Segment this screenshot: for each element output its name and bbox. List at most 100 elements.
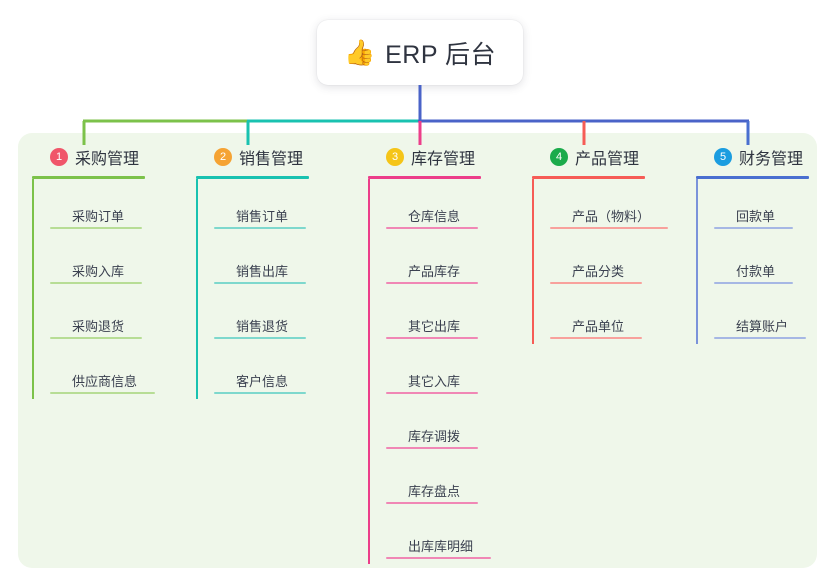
- leaf-rule: [214, 282, 306, 284]
- branch-spine-5: [696, 179, 698, 344]
- leaf-rule: [714, 282, 793, 284]
- leaf-label: 客户信息: [236, 374, 289, 389]
- leaf-label: 其它入库: [408, 374, 461, 389]
- leaf-rule: [386, 557, 491, 559]
- branch-items-3: 仓库信息 产品库存 其它出库 其它入库 库存调拨: [368, 179, 528, 564]
- leaf-label: 其它出库: [408, 319, 461, 334]
- list-item[interactable]: 仓库信息: [386, 179, 528, 234]
- leaf-rule: [550, 282, 642, 284]
- branch-items-4: 产品（物料） 产品分类 产品单位: [532, 179, 702, 344]
- branch-header-5[interactable]: 5 财务管理: [696, 145, 839, 169]
- leaf-rule: [50, 392, 155, 394]
- list-item[interactable]: 销售出库: [214, 234, 356, 289]
- list-item[interactable]: 产品（物料）: [550, 179, 702, 234]
- branch-header-rule-1: [32, 176, 145, 179]
- branch-title-5: 财务管理: [739, 151, 804, 168]
- branch-header-rule-3: [368, 176, 481, 179]
- list-item[interactable]: 其它入库: [386, 344, 528, 399]
- list-item[interactable]: 库存盘点: [386, 454, 528, 509]
- leaf-rule: [214, 392, 306, 394]
- branch-spine-3: [368, 179, 370, 564]
- list-item[interactable]: 产品单位: [550, 289, 702, 344]
- leaf-label: 销售出库: [236, 264, 289, 279]
- leaf-rule: [386, 282, 478, 284]
- branch-column-1: 1 采购管理 采购订单 采购入库 采购退货 供应商信: [32, 145, 192, 399]
- branch-title-3: 库存管理: [411, 151, 476, 168]
- branch-header-3[interactable]: 3 库存管理: [368, 145, 528, 169]
- leaf-label: 出库库明细: [408, 539, 474, 554]
- branch-badge-3: 3: [386, 148, 404, 166]
- branch-column-4: 4 产品管理 产品（物料） 产品分类 产品单位: [532, 145, 702, 344]
- branch-header-4[interactable]: 4 产品管理: [532, 145, 702, 169]
- branch-badge-2: 2: [214, 148, 232, 166]
- leaf-label: 产品单位: [572, 319, 625, 334]
- list-item[interactable]: 产品分类: [550, 234, 702, 289]
- leaf-rule: [714, 337, 806, 339]
- leaf-label: 销售退货: [236, 319, 289, 334]
- leaf-rule: [50, 337, 142, 339]
- branch-column-5: 5 财务管理 回款单 付款单 结算账户: [696, 145, 839, 344]
- list-item[interactable]: 采购订单: [50, 179, 192, 234]
- list-item[interactable]: 回款单: [714, 179, 839, 234]
- leaf-rule: [386, 227, 478, 229]
- leaf-label: 采购退货: [72, 319, 125, 334]
- branch-header-rule-2: [196, 176, 309, 179]
- leaf-label: 采购入库: [72, 264, 125, 279]
- leaf-rule: [50, 282, 142, 284]
- leaf-rule: [50, 227, 142, 229]
- leaf-rule: [386, 447, 478, 449]
- root-node-title: ERP 后台: [385, 40, 497, 69]
- leaf-label: 库存调拨: [408, 429, 461, 444]
- branch-header-2[interactable]: 2 销售管理: [196, 145, 356, 169]
- branch-header-rule-4: [532, 176, 645, 179]
- branch-spine-2: [196, 179, 198, 399]
- leaf-label: 库存盘点: [408, 484, 461, 499]
- leaf-label: 采购订单: [72, 209, 125, 224]
- branch-title-2: 销售管理: [239, 151, 304, 168]
- list-item[interactable]: 其它出库: [386, 289, 528, 344]
- leaf-label: 销售订单: [236, 209, 289, 224]
- thumbs-up-icon: 👍: [343, 39, 376, 67]
- branch-title-1: 采购管理: [75, 151, 140, 168]
- list-item[interactable]: 客户信息: [214, 344, 356, 399]
- leaf-label: 回款单: [736, 209, 776, 224]
- branch-badge-4: 4: [550, 148, 568, 166]
- leaf-label: 付款单: [736, 264, 776, 279]
- list-item[interactable]: 出库库明细: [386, 509, 528, 564]
- leaf-rule: [214, 337, 306, 339]
- branch-badge-1: 1: [50, 148, 68, 166]
- list-item[interactable]: 付款单: [714, 234, 839, 289]
- branch-title-4: 产品管理: [575, 151, 640, 168]
- root-node[interactable]: 👍 ERP 后台: [317, 20, 523, 85]
- leaf-label: 供应商信息: [72, 374, 138, 389]
- branch-items-2: 销售订单 销售出库 销售退货 客户信息: [196, 179, 356, 399]
- leaf-label: 产品分类: [572, 264, 625, 279]
- list-item[interactable]: 采购退货: [50, 289, 192, 344]
- list-item[interactable]: 产品库存: [386, 234, 528, 289]
- branch-column-2: 2 销售管理 销售订单 销售出库 销售退货 客户信息: [196, 145, 356, 399]
- leaf-rule: [550, 227, 668, 229]
- branch-spine-1: [32, 179, 34, 399]
- branch-header-rule-5: [696, 176, 809, 179]
- leaf-rule: [386, 392, 478, 394]
- branches-panel: [18, 133, 817, 568]
- branch-items-5: 回款单 付款单 结算账户: [696, 179, 839, 344]
- list-item[interactable]: 库存调拨: [386, 399, 528, 454]
- leaf-rule: [550, 337, 642, 339]
- leaf-rule: [714, 227, 793, 229]
- leaf-label: 产品库存: [408, 264, 461, 279]
- leaf-rule: [386, 337, 478, 339]
- leaf-rule: [386, 502, 478, 504]
- leaf-label: 仓库信息: [408, 209, 461, 224]
- branch-header-1[interactable]: 1 采购管理: [32, 145, 192, 169]
- list-item[interactable]: 销售订单: [214, 179, 356, 234]
- branch-column-3: 3 库存管理 仓库信息 产品库存 其它出库 其它入库: [368, 145, 528, 564]
- branch-items-1: 采购订单 采购入库 采购退货 供应商信息: [32, 179, 192, 399]
- list-item[interactable]: 供应商信息: [50, 344, 192, 399]
- list-item[interactable]: 销售退货: [214, 289, 356, 344]
- list-item[interactable]: 结算账户: [714, 289, 839, 344]
- leaf-rule: [214, 227, 306, 229]
- list-item[interactable]: 采购入库: [50, 234, 192, 289]
